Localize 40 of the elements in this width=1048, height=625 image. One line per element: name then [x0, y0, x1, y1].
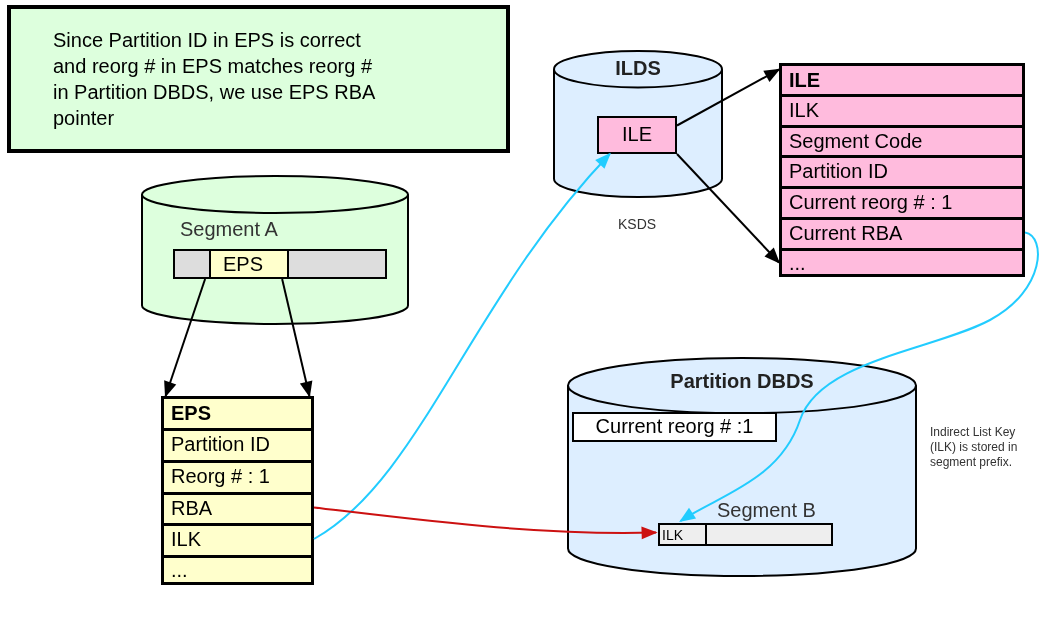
record-box [572, 412, 777, 442]
arrow [164, 278, 207, 398]
note-box [7, 5, 510, 153]
row-text: RBA [171, 497, 213, 520]
database-cylinder [141, 175, 409, 325]
box-text: ILE [621, 123, 653, 146]
row-text: Current RBA [789, 222, 903, 245]
record-bar [173, 249, 387, 279]
row-text: Reorg # : 1 [171, 465, 270, 488]
table-row [782, 125, 1022, 155]
record-table [779, 63, 1025, 277]
row-text: ILK [171, 528, 202, 551]
beside-text: KSDS [618, 216, 657, 232]
field-text: EPS [223, 253, 264, 276]
arrow [679, 231, 1039, 522]
arrow [313, 506, 658, 540]
table-heading: EPS [171, 402, 212, 425]
database-cylinder [567, 357, 917, 577]
arrow [676, 68, 781, 127]
row-text: ... [789, 252, 806, 275]
record-box [597, 116, 677, 154]
row-text: Partition ID [171, 433, 270, 456]
row-text: Partition ID [789, 160, 888, 183]
row-text: Segment Code [789, 130, 923, 153]
cylinder-title: ILDS [614, 57, 662, 80]
box-text: Current reorg # :1 [594, 415, 755, 438]
field-text: ILK [662, 527, 683, 543]
arrow [313, 152, 611, 540]
row-text: ... [171, 559, 188, 582]
note-text: Indirect List Key (ILK) is stored in segment prefix. [930, 425, 1019, 470]
arrow [281, 278, 313, 398]
cylinder-title: Segment A [180, 218, 278, 241]
arrow [676, 153, 781, 264]
table-heading: ILE [789, 69, 821, 92]
note-text: Since Partition ID in EPS is correct and reorg # in EPS matches reorg # in Partition DBDS, we use EPS RBA pointer [53, 28, 376, 131]
row-text: Current reorg # : 1 [789, 191, 953, 214]
record-table [161, 396, 314, 585]
segment-heading: Segment B [717, 499, 816, 522]
cylinder-title: Partition DBDS [669, 370, 815, 393]
row-text: ILK [789, 99, 820, 122]
